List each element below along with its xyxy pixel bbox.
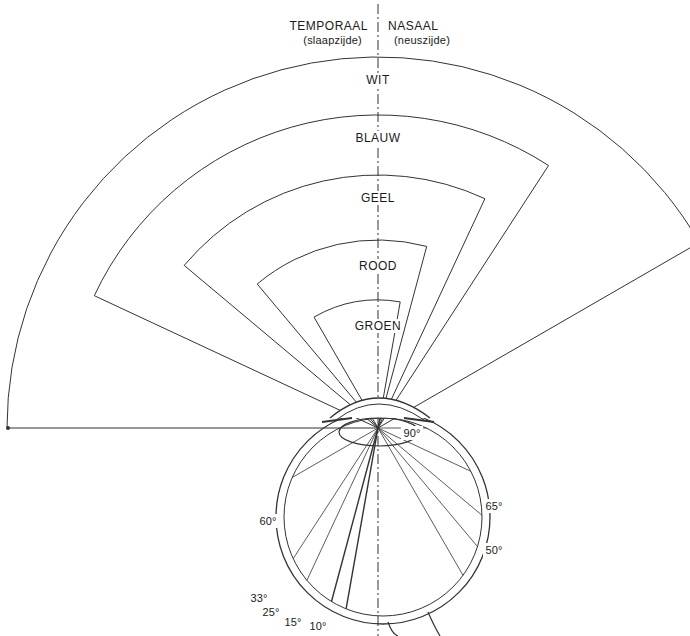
retina-inner: [284, 418, 482, 616]
colour-field-label: BLAUW: [353, 131, 402, 145]
field-sector: [7, 57, 690, 428]
angle-label: 33°: [248, 591, 269, 605]
side-heading: TEMPORAAL: [288, 19, 371, 33]
angle-label: 10°: [307, 619, 328, 633]
angle-label: 25°: [260, 605, 281, 619]
angle-label: 50°: [483, 543, 504, 557]
colour-field-label: GROEN: [353, 319, 404, 333]
angle-label: 60°: [257, 514, 278, 528]
optic-nerve: [388, 612, 440, 636]
side-heading: NASAAL: [386, 19, 440, 33]
colour-field-label: GEEL: [359, 191, 397, 205]
field-end-dot: [6, 426, 10, 430]
light-ray: [293, 428, 378, 559]
side-heading: (slaapzijde): [301, 33, 364, 47]
light-ray: [378, 428, 478, 547]
cornea: [330, 398, 430, 418]
angle-label: 90°: [401, 426, 422, 440]
light-ray: [346, 428, 378, 609]
colour-field-label: WIT: [364, 73, 392, 87]
colour-field-label: ROOD: [357, 259, 399, 273]
light-ray: [307, 428, 378, 580]
light-ray: [292, 428, 378, 478]
field-sector: [184, 175, 485, 428]
side-heading: (neuszijde): [392, 33, 452, 47]
light-ray: [378, 428, 482, 515]
field-sector: [257, 240, 427, 428]
field-sector: [94, 115, 548, 428]
light-ray: [378, 428, 471, 471]
light-ray: [378, 428, 463, 575]
sclera-outer: [276, 410, 490, 624]
angle-label: 65°: [483, 499, 504, 513]
light-ray: [332, 428, 379, 602]
angle-label: 15°: [282, 615, 303, 629]
